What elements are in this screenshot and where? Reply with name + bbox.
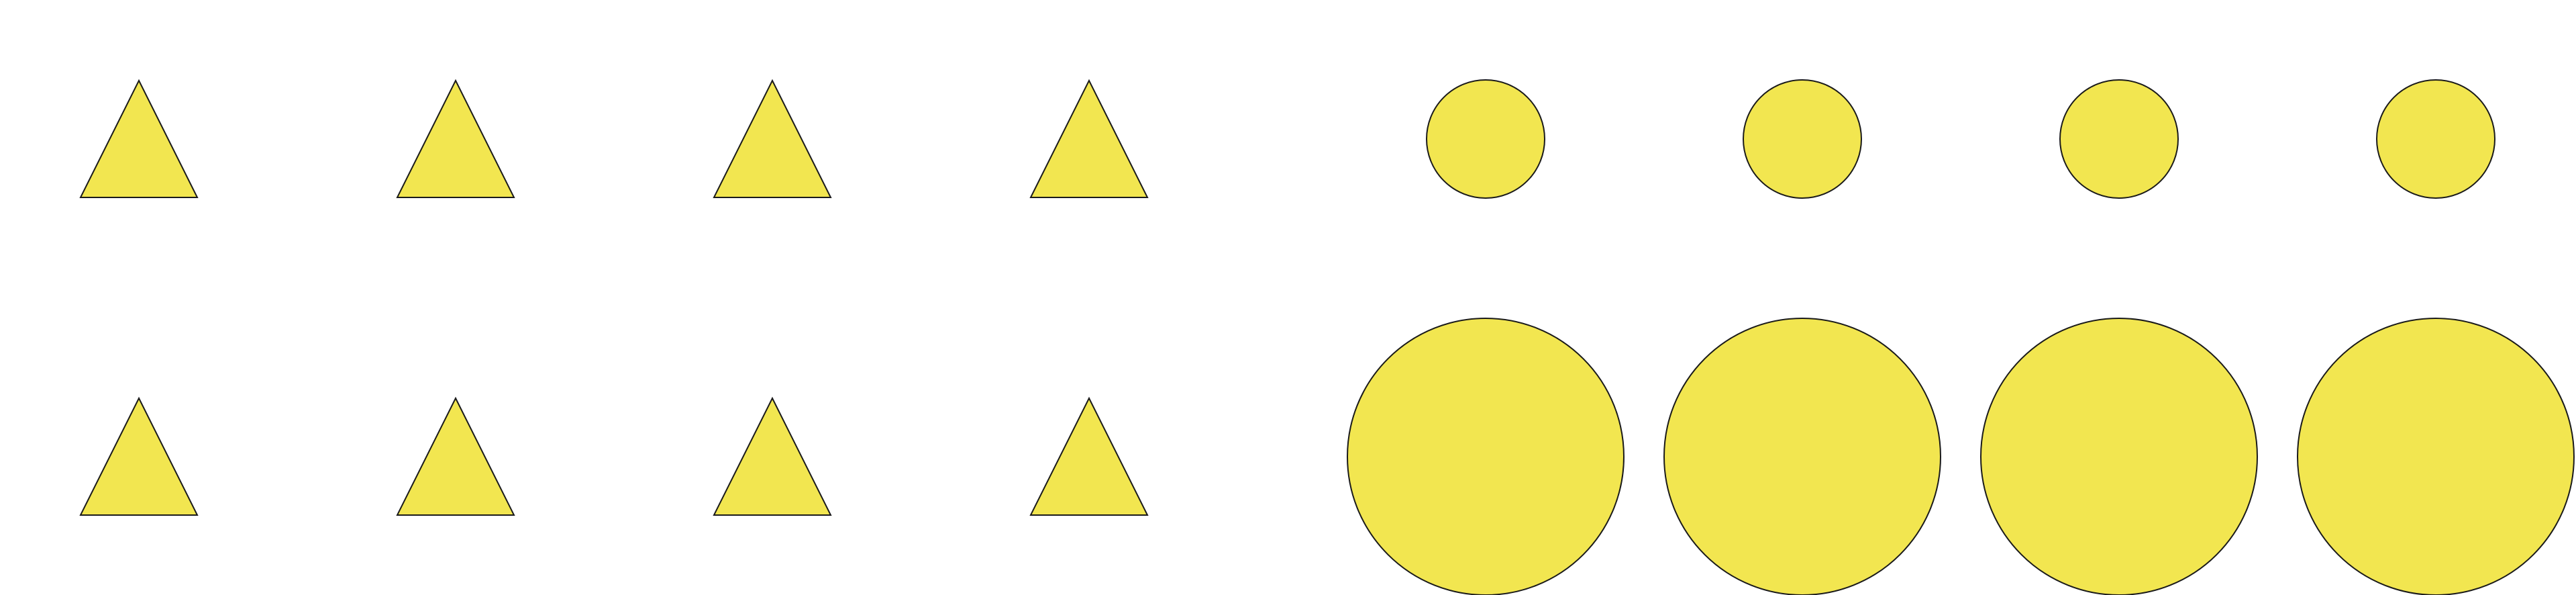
bottom-row: [79, 318, 2575, 595]
triangle-shape: [396, 396, 515, 516]
triangle-shape: [79, 396, 199, 516]
small-circle-shape: [1743, 79, 1862, 199]
large-circle-shape: [1980, 318, 2258, 595]
triangle-shape: [713, 79, 832, 198]
small-circle-shape: [2059, 79, 2179, 199]
triangle-shape: [79, 79, 199, 198]
small-circle-shape: [1426, 79, 1545, 199]
small-circle-shape: [2376, 79, 2495, 199]
large-circle-shape: [1347, 318, 1625, 595]
triangle-shape: [1029, 396, 1149, 516]
large-circle-shape: [1663, 318, 1941, 595]
top-row: [79, 79, 2495, 199]
triangle-shape: [1029, 79, 1149, 198]
large-circle-shape: [2297, 318, 2575, 595]
triangle-shape: [396, 79, 515, 198]
triangle-shape: [713, 396, 832, 516]
